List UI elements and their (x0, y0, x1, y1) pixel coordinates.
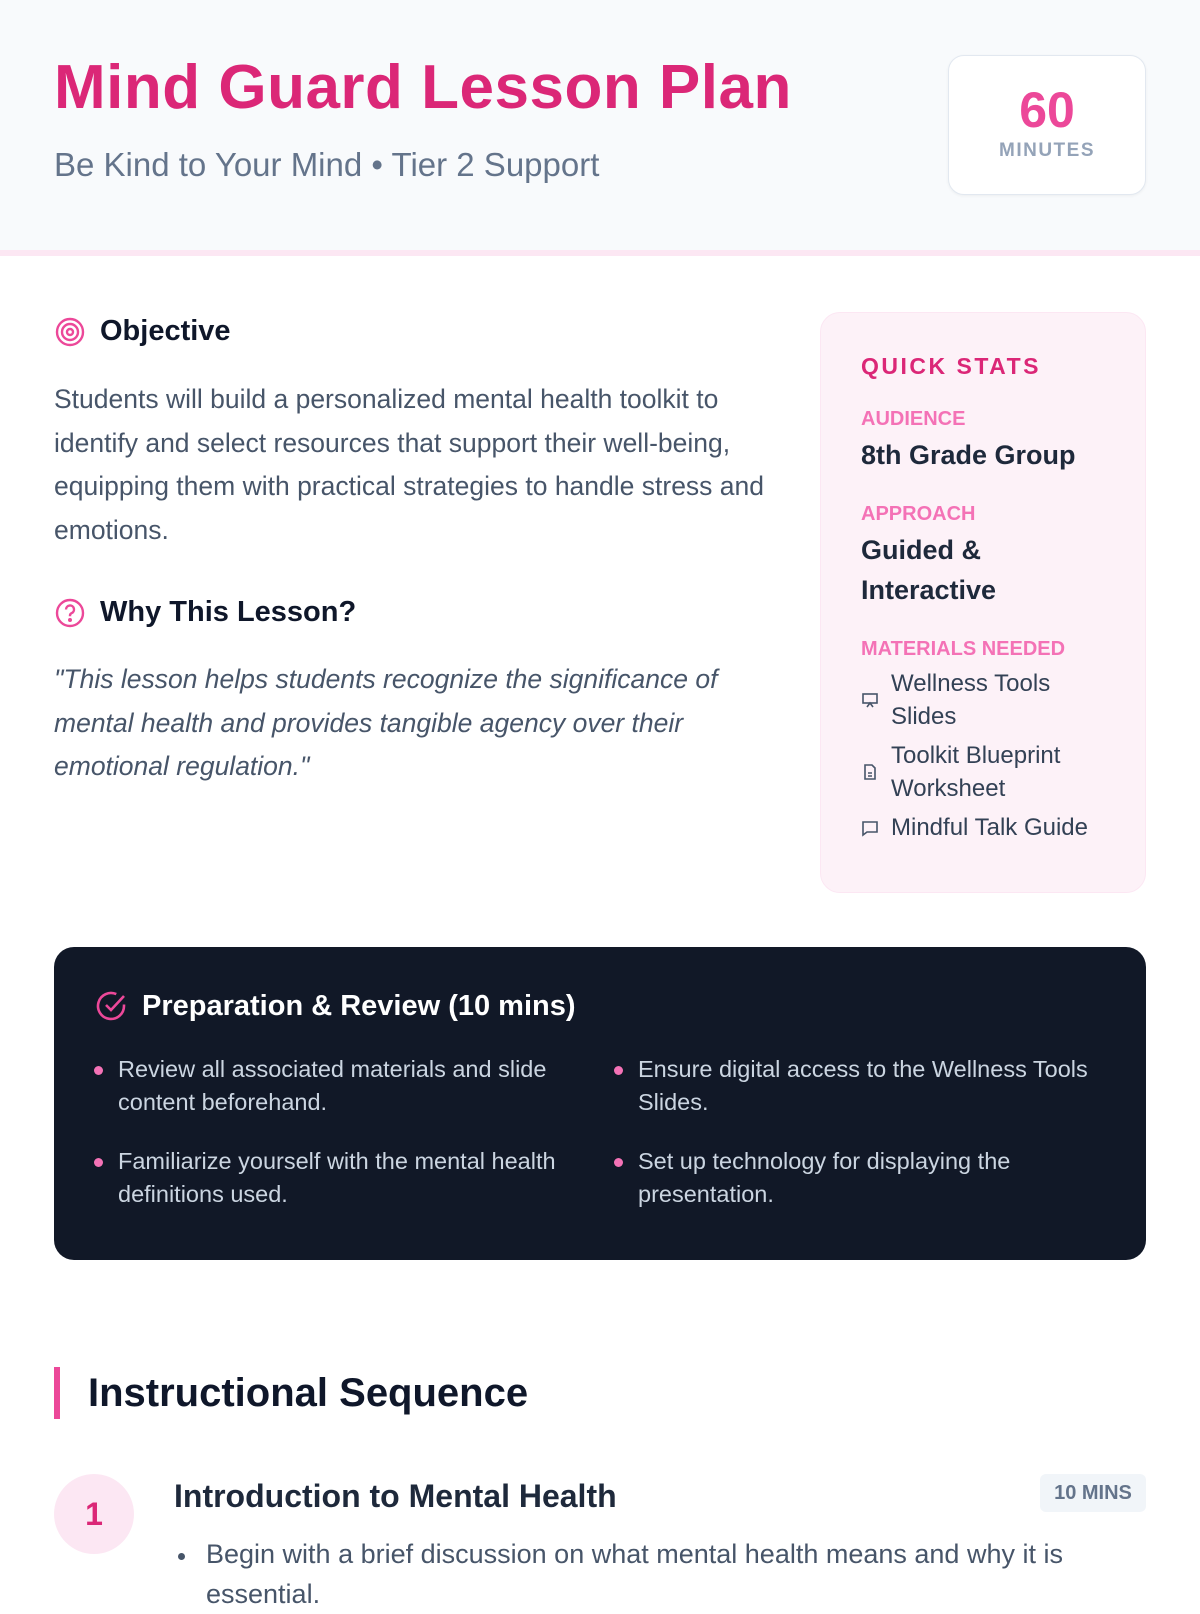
document-icon (864, 764, 876, 780)
preparation-heading: Preparation & Review (10 mins) (94, 989, 1106, 1023)
material-item: Toolkit Blueprint Worksheet (861, 739, 1105, 805)
preparation-card: Preparation & Review (10 mins) Review al… (54, 947, 1146, 1260)
step-title: Introduction to Mental Health (174, 1478, 617, 1514)
page-title: Mind Guard Lesson Plan (54, 53, 792, 122)
materials-label: MATERIALS NEEDED (861, 638, 1066, 660)
duration-label: MINUTES (999, 140, 1095, 161)
approach-label: APPROACH (861, 503, 976, 525)
duration-value: 60 (1019, 82, 1075, 138)
why-quote: "This lesson helps students recognize th… (54, 664, 718, 781)
step-bullet: Begin with a brief discussion on what me… (178, 1534, 1126, 1614)
page-subtitle: Be Kind to Your Mind • Tier 2 Support (54, 146, 600, 183)
quick-stats-card: QUICK STATS AUDIENCE 8th Grade Group APP… (820, 312, 1146, 893)
approach-value: Guided & Interactive (861, 535, 997, 605)
audience-value: 8th Grade Group (861, 440, 1076, 470)
material-item: Mindful Talk Guide (861, 811, 1105, 844)
material-item: Wellness Tools Slides (861, 667, 1105, 733)
sequence-heading: Instructional Sequence (54, 1367, 528, 1419)
prep-item: Ensure digital access to the Wellness To… (614, 1053, 1134, 1119)
prep-item: Set up technology for displaying the pre… (614, 1145, 1134, 1211)
presentation-icon (862, 693, 878, 708)
why-heading-text: Why This Lesson? (100, 596, 357, 628)
chat-icon (862, 820, 878, 837)
audience-label: AUDIENCE (861, 408, 966, 430)
step-number: 1 (54, 1474, 134, 1554)
objective-text: Students will build a personalized menta… (54, 384, 765, 545)
step-duration-badge: 10 MINS (1040, 1474, 1146, 1512)
quick-stats-title: QUICK STATS (861, 353, 1041, 379)
duration-card: 60 MINUTES (948, 55, 1146, 195)
objective-heading-text: Objective (100, 315, 231, 347)
check-circle-icon (96, 991, 126, 1021)
question-icon (55, 598, 85, 627)
prep-item: Familiarize yourself with the mental hea… (94, 1145, 614, 1211)
prep-item: Review all associated materials and slid… (94, 1053, 614, 1119)
target-icon (55, 317, 85, 346)
why-heading: Why This Lesson? (54, 596, 356, 629)
objective-heading: Objective (54, 315, 231, 348)
header: Mind Guard Lesson Plan Be Kind to Your M… (0, 0, 1200, 256)
